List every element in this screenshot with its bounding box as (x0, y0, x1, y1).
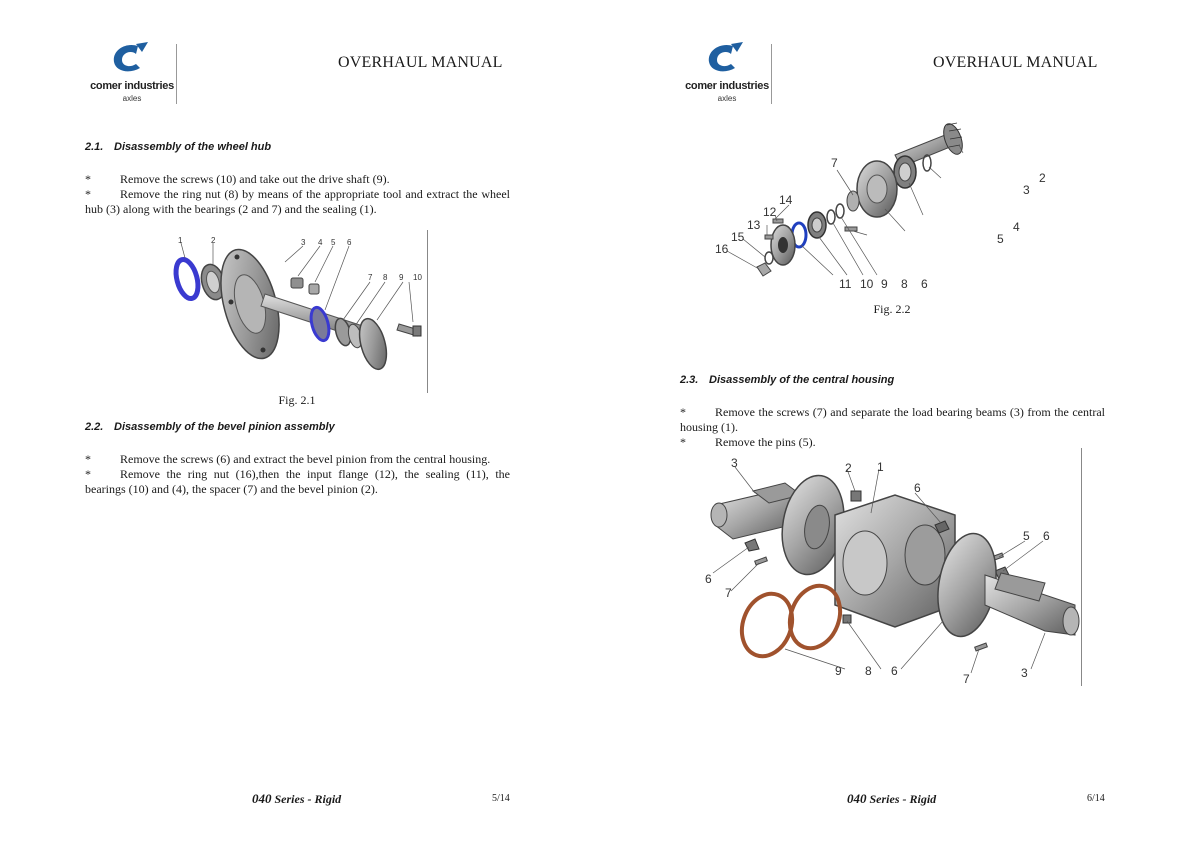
figure-label: 2 (211, 236, 216, 245)
section-title: Disassembly of the bevel pinion assembly (114, 421, 335, 433)
figure-label: 6 (921, 277, 928, 291)
brand-logo: comer industries axles (84, 42, 184, 108)
figure-label: 14 (779, 193, 793, 207)
instruction-paragraph: *Remove the screws (10) and take out the… (85, 172, 510, 217)
figure-2-2-bevel-pinion: 7 14 12 13 15 16 11 10 9 8 6 5 4 3 2 (705, 115, 1055, 295)
right-page: comer industries axles OVERHAUL MANUAL (595, 0, 1190, 842)
section-title: Disassembly of the wheel hub (114, 141, 272, 153)
figure-label: 13 (747, 218, 761, 232)
figure-caption: Fig. 2.2 (873, 302, 911, 316)
page-title: OVERHAUL MANUAL (933, 54, 1098, 71)
figure-label: 8 (865, 664, 872, 678)
section-title: Disassembly of the central housing (709, 374, 895, 386)
figure-label: 10 (413, 273, 422, 282)
instruction-item: *Remove the screws (10) and take out the… (85, 172, 390, 186)
instruction-item: *Remove the screws (6) and extract the b… (85, 452, 491, 466)
section-number: 2.2. (85, 421, 104, 433)
figure-label: 7 (831, 156, 838, 170)
figure-label: 1 (877, 460, 884, 474)
figure-label: 9 (881, 277, 888, 291)
figure-label: 7 (963, 672, 970, 685)
figure-label: 3 (1023, 183, 1030, 197)
instruction-paragraph: *Remove the screws (6) and extract the b… (85, 452, 510, 497)
instruction-item: *Remove the screws (7) and separate the … (680, 405, 1105, 434)
figure-border (427, 230, 428, 393)
logo-subtext: axles (717, 94, 737, 103)
footer-series: 040 Series - Rigid (252, 791, 342, 806)
figure-label: 6 (1043, 529, 1050, 543)
figure-label: 7 (725, 586, 732, 600)
logo-swoosh-icon (113, 42, 148, 72)
page-number: 5/14 (492, 793, 510, 804)
figure-label: 9 (399, 273, 404, 282)
figure-label: 16 (715, 242, 729, 256)
logo-subtext: axles (122, 94, 142, 103)
logo-swoosh-icon (708, 42, 743, 72)
instruction-item: *Remove the ring nut (16),then the input… (85, 467, 510, 496)
figure-label: 3 (731, 456, 738, 470)
figure-label: 3 (1021, 666, 1028, 680)
figure-label: 4 (1013, 220, 1020, 234)
figure-2-1-labels: 1 2 3 4 5 6 7 8 9 10 (178, 236, 422, 282)
section-heading-2-3: 2.3. Disassembly of the central housing (680, 374, 894, 386)
figure-label: 9 (835, 664, 842, 678)
figure-label: 15 (731, 230, 745, 244)
central-housing-labels: 3 2 1 6 5 6 6 7 9 8 6 7 3 (705, 456, 1050, 686)
page-title: OVERHAUL MANUAL (338, 54, 503, 71)
section-heading-2-2: 2.2. Disassembly of the bevel pinion asse… (85, 421, 335, 433)
figure-2-2-labels: 7 14 12 13 15 16 11 10 9 8 6 5 4 3 2 (715, 156, 1046, 291)
figure-label: 6 (347, 238, 352, 247)
logo-divider (771, 44, 772, 104)
figure-label: 6 (705, 572, 712, 586)
figure-2-1-wheel-hub: 1 2 3 4 5 6 7 8 9 10 (165, 232, 425, 382)
logo-text: comer industries (685, 80, 769, 92)
instruction-item: *Remove the pins (5). (680, 435, 816, 449)
figure-label: 5 (1023, 529, 1030, 543)
figure-label: 6 (891, 664, 898, 678)
footer-series: 040 Series - Rigid (847, 791, 937, 806)
figure-label: 7 (368, 273, 373, 282)
figure-label: 8 (901, 277, 908, 291)
section-heading-2-1: 2.1. Disassembly of the wheel hub (85, 141, 271, 153)
figure-label: 3 (301, 238, 306, 247)
figure-caption: Fig. 2.1 (278, 393, 316, 407)
brand-logo: comer industries axles (679, 42, 779, 108)
instruction-item: *Remove the ring nut (8) by means of the… (85, 187, 510, 216)
figure-label: 8 (383, 273, 388, 282)
figure-central-housing: 3 2 1 6 5 6 6 7 9 8 6 7 3 (705, 455, 1080, 686)
figure-label: 5 (331, 238, 336, 247)
figure-border (1081, 448, 1082, 686)
figure-label: 10 (860, 277, 874, 291)
section-number: 2.3. (680, 374, 699, 386)
section-number: 2.1. (85, 141, 104, 153)
instruction-paragraph: *Remove the screws (7) and separate the … (680, 405, 1105, 450)
logo-text: comer industries (90, 80, 174, 92)
figure-label: 4 (318, 238, 323, 247)
left-page: comer industries axles OVERHAUL MANUAL 2… (84, 42, 510, 806)
page-number: 6/14 (1087, 793, 1105, 804)
figure-label: 1 (178, 236, 183, 245)
figure-label: 11 (839, 277, 852, 291)
logo-divider (176, 44, 177, 104)
figure-label: 2 (1039, 171, 1046, 185)
figure-label: 5 (997, 232, 1004, 246)
figure-label: 12 (763, 205, 777, 219)
figure-label: 2 (845, 461, 852, 475)
figure-label: 6 (914, 481, 921, 495)
